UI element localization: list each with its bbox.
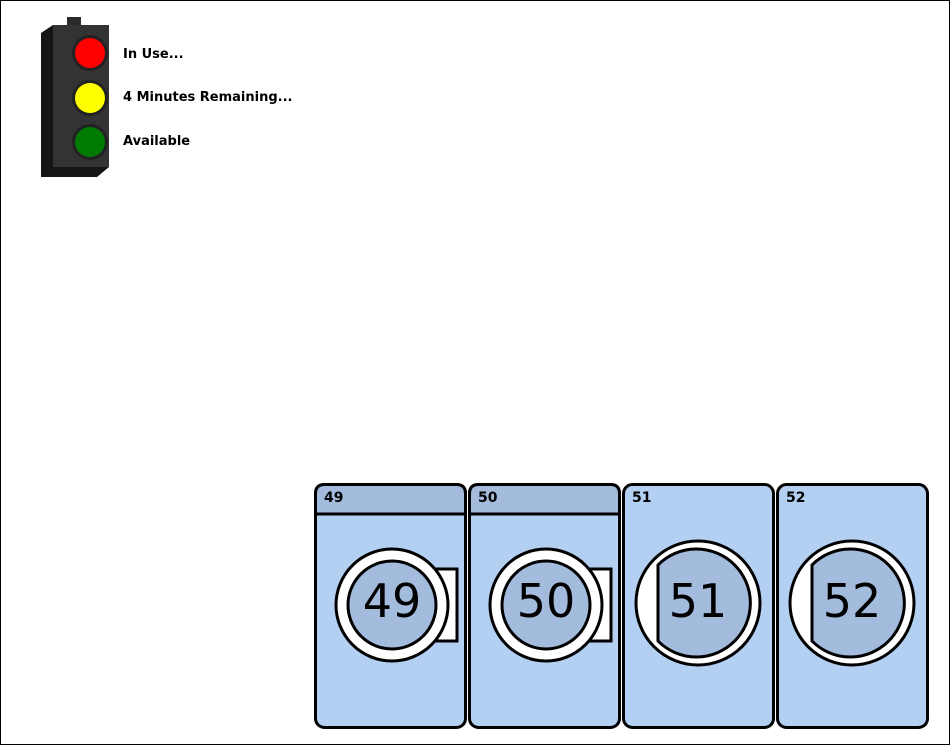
legend-in-use: In Use... (123, 47, 184, 62)
legend-minutes-remaining: 4 Minutes Remaining... (123, 90, 293, 105)
machine-label: 52 (786, 490, 806, 506)
traffic-light-icon (41, 17, 109, 177)
dryer-machine-51[interactable]: 51 51 (622, 483, 775, 729)
door-number: 50 (516, 574, 576, 628)
door-number: 51 (668, 574, 728, 628)
legend-available: Available (123, 134, 191, 149)
washer-machine-49[interactable]: 49 49 (314, 483, 467, 729)
yellow-light-icon (75, 83, 105, 113)
washer-machine-50[interactable]: 50 50 (468, 483, 621, 729)
door-number: 49 (362, 574, 422, 628)
green-light-icon (75, 127, 105, 157)
door-number: 52 (822, 574, 882, 628)
machine-label: 51 (632, 490, 652, 506)
machine-label: 49 (324, 490, 344, 506)
dryer-machine-52[interactable]: 52 52 (776, 483, 929, 729)
machine-label: 50 (478, 490, 498, 506)
